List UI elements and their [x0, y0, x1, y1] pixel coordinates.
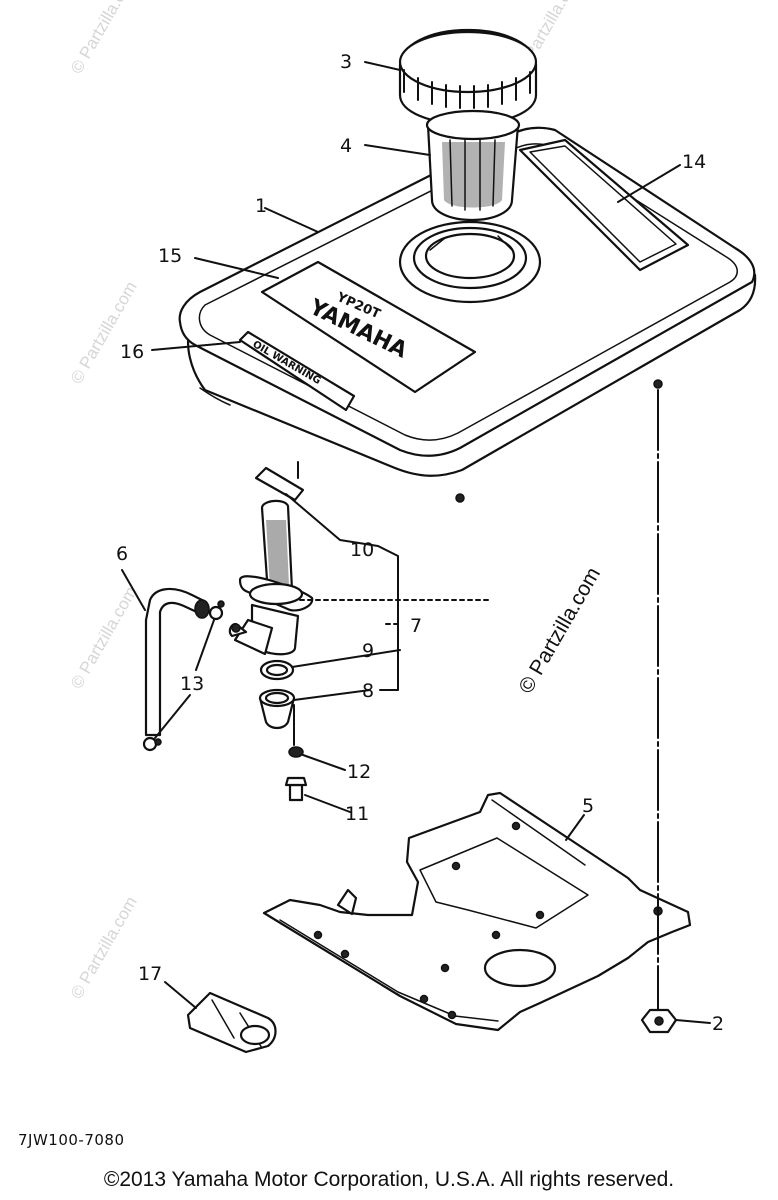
callout-17: 17: [138, 963, 162, 985]
watermark-main: © Partzilla.com: [514, 563, 605, 697]
part-17-cushion: [186, 991, 277, 1054]
callout-12: 12: [347, 761, 371, 783]
callout-15: 15: [158, 245, 182, 267]
watermark: © Partzilla.com: [67, 0, 141, 77]
watermark: © Partzilla.com: [67, 278, 141, 387]
callout-1: 1: [255, 195, 267, 217]
drain-screw: [284, 776, 308, 802]
callout-8: 8: [362, 680, 374, 702]
clip-lower: [142, 736, 162, 752]
callout-3: 3: [340, 51, 352, 73]
callout-13: 13: [180, 673, 204, 695]
filler-cap: [398, 28, 538, 126]
callout-6: 6: [116, 543, 128, 565]
drawing-code: 7JW100-7080: [18, 1131, 125, 1149]
clip-upper: [208, 600, 225, 621]
callout-11: 11: [345, 803, 369, 825]
fuel-cock: [228, 466, 314, 656]
nut: [640, 1008, 678, 1034]
fuel-pipe: [144, 587, 210, 737]
fuel-strainer: [425, 109, 521, 222]
callout-2: 2: [712, 1013, 724, 1035]
callout-14: 14: [682, 151, 706, 173]
callout-10: 10: [350, 539, 374, 561]
watermark: © Partzilla.com: [67, 893, 141, 1002]
callout-4: 4: [340, 135, 352, 157]
leader-lines: [121, 61, 711, 1024]
callout-16: 16: [120, 341, 144, 363]
fuel-cup: [258, 688, 296, 730]
fuel-tank: YP20T YAMAHA OIL WARNING: [178, 126, 757, 503]
washer: [288, 746, 304, 758]
copyright-notice: ©2013 Yamaha Motor Corporation, U.S.A. A…: [103, 1168, 675, 1191]
callout-9: 9: [362, 640, 374, 662]
tank-bracket: [262, 791, 692, 1032]
watermark: © Partzilla.com: [67, 583, 141, 692]
callout-7: 7: [410, 615, 422, 637]
callout-5: 5: [582, 795, 594, 817]
callout-labels: 3 4 1 15 16 14 10 7 9 8 6 13 12 11 5 2 1…: [116, 51, 724, 1035]
